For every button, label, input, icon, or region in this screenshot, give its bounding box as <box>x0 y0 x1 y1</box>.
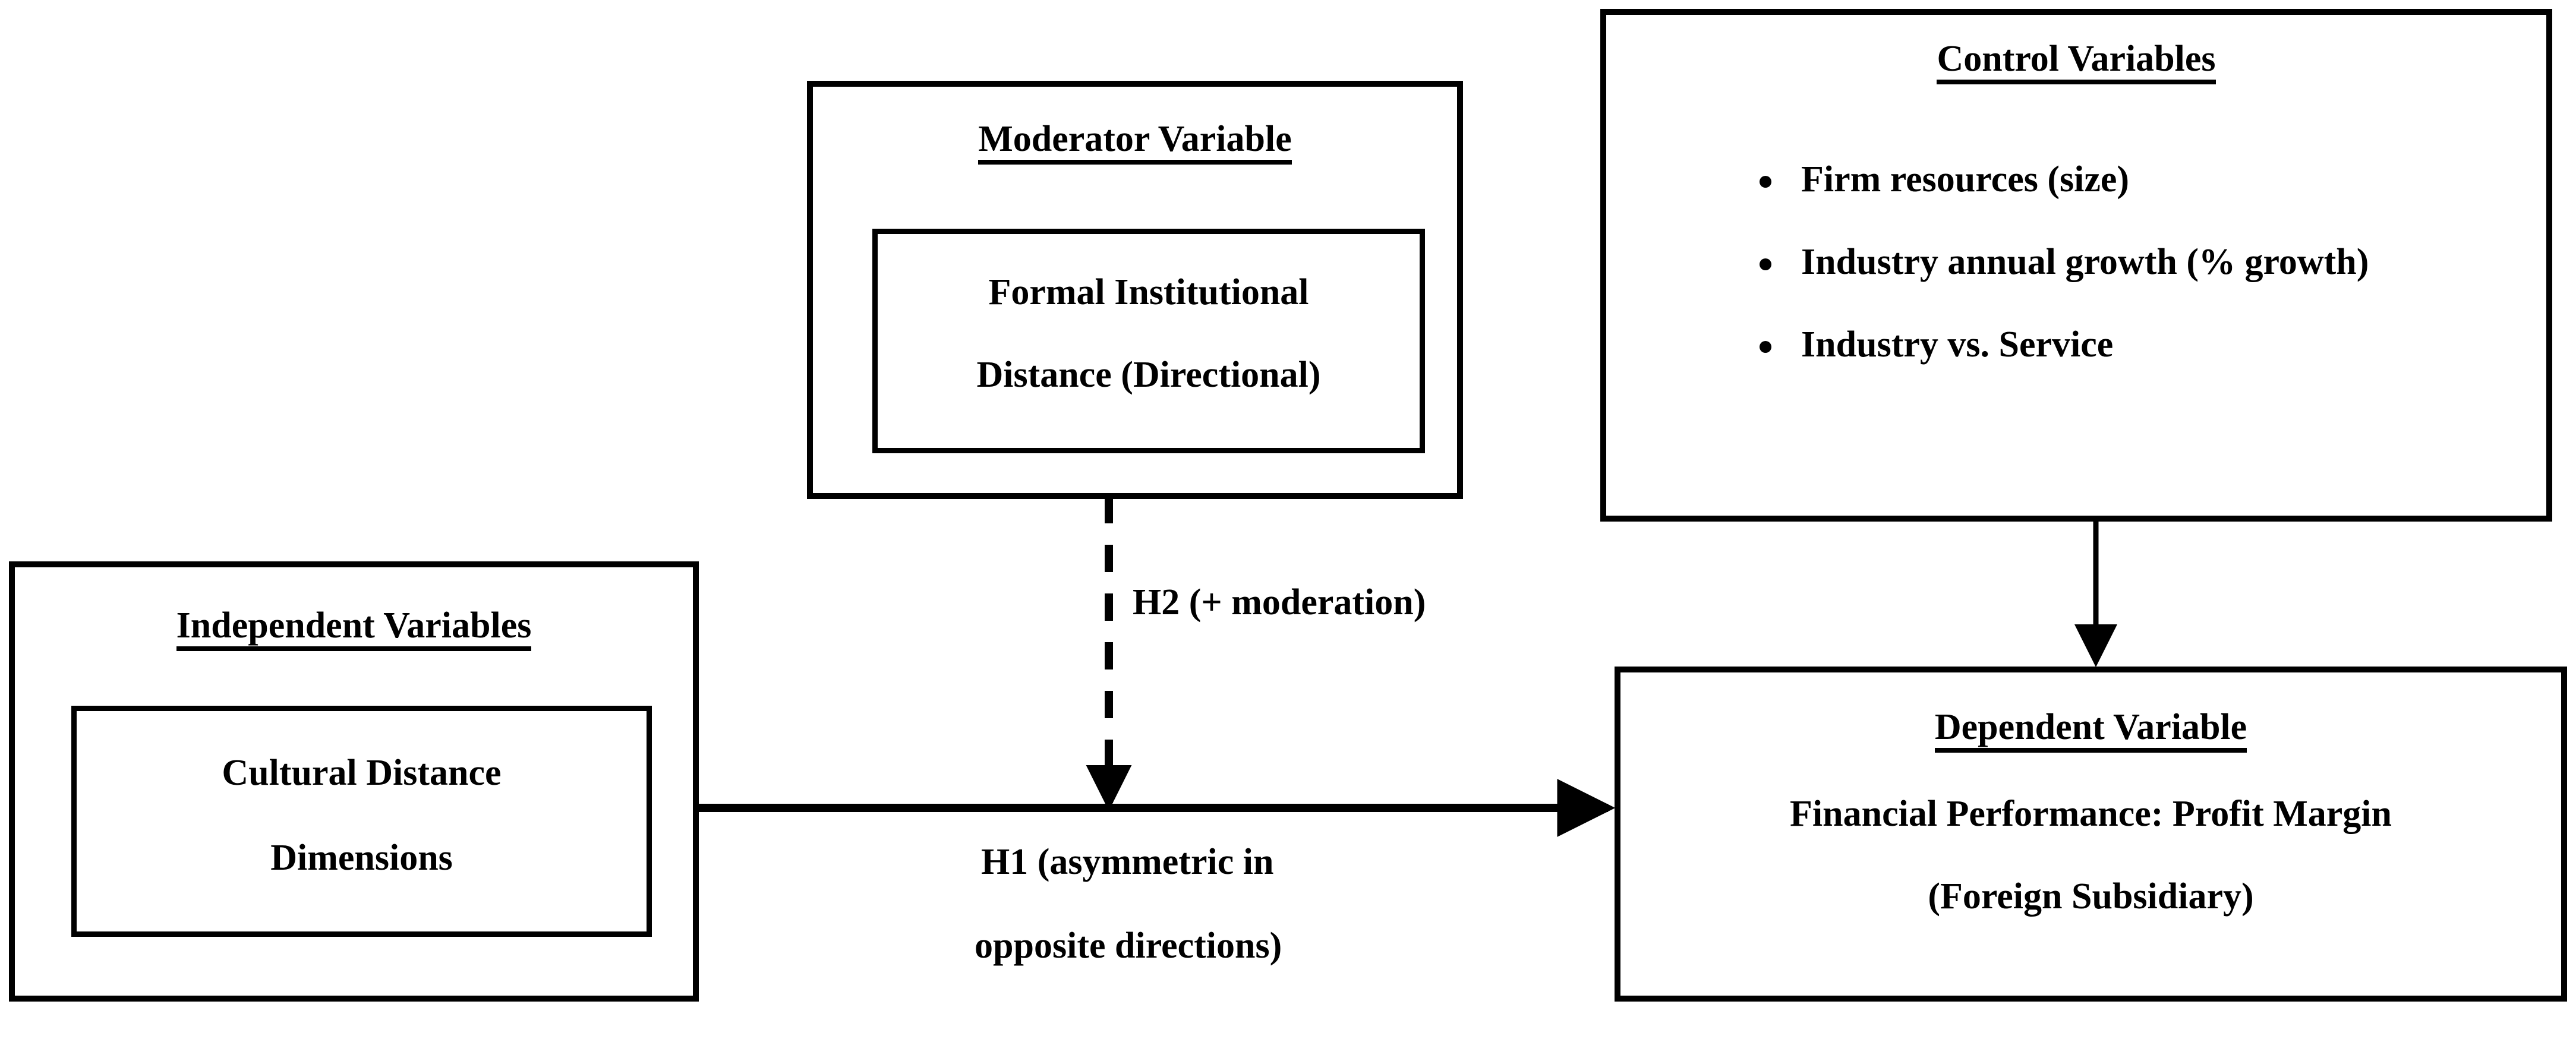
bullet-dot-icon <box>1760 258 1771 271</box>
h1-edge-label-line-1: H1 (asymmetric in <box>981 842 1274 882</box>
control-variables-list: Firm resources (size) Industry annual gr… <box>1755 160 2369 408</box>
control-variable-item-label: Firm resources (size) <box>1801 159 2130 200</box>
control-variables-box: Control Variables Firm resources (size) … <box>1600 9 2552 522</box>
control-variables-heading: Control Variables <box>1606 39 2546 85</box>
control-variables-heading-text: Control Variables <box>1937 39 2216 85</box>
moderator-variable-heading-text: Moderator Variable <box>978 119 1292 165</box>
h2-edge-label: H2 (+ moderation) <box>1133 582 1426 623</box>
dependent-variable-heading: Dependent Variable <box>1620 708 2561 753</box>
cultural-distance-inner-box: Cultural Distance Dimensions <box>71 706 652 937</box>
cultural-distance-line-1: Cultural Distance <box>222 753 502 793</box>
formal-institutional-distance-inner-box: Formal Institutional Distance (Direction… <box>872 229 1425 453</box>
bullet-dot-icon <box>1760 341 1771 353</box>
formal-institutional-distance-line-2: Distance (Directional) <box>976 355 1321 395</box>
independent-variables-heading-text: Independent Variables <box>176 606 532 652</box>
control-variable-item-label: Industry annual growth (% growth) <box>1801 242 2369 283</box>
control-variable-item-label: Industry vs. Service <box>1801 324 2114 365</box>
moderator-variable-box: Moderator Variable Formal Institutional … <box>807 81 1463 499</box>
formal-institutional-distance-line-1: Formal Institutional <box>988 272 1309 312</box>
dependent-variable-heading-text: Dependent Variable <box>1934 708 2247 753</box>
dependent-variable-box: Dependent Variable Financial Performance… <box>1615 667 2567 1002</box>
independent-variables-box: Independent Variables Cultural Distance … <box>9 561 699 1002</box>
control-variable-item: Industry annual growth (% growth) <box>1755 243 2369 282</box>
h1-edge-label-line-2: opposite directions) <box>975 926 1282 966</box>
bullet-dot-icon <box>1760 176 1771 188</box>
dependent-variable-line-1: Financial Performance: Profit Margin <box>1790 794 2392 834</box>
moderator-variable-heading: Moderator Variable <box>813 119 1457 165</box>
dependent-variable-line-2: (Foreign Subsidiary) <box>1928 876 2254 917</box>
control-variable-item: Firm resources (size) <box>1755 160 2369 199</box>
control-variable-item: Industry vs. Service <box>1755 326 2369 364</box>
cultural-distance-line-2: Dimensions <box>270 838 453 878</box>
independent-variables-heading: Independent Variables <box>15 606 693 652</box>
